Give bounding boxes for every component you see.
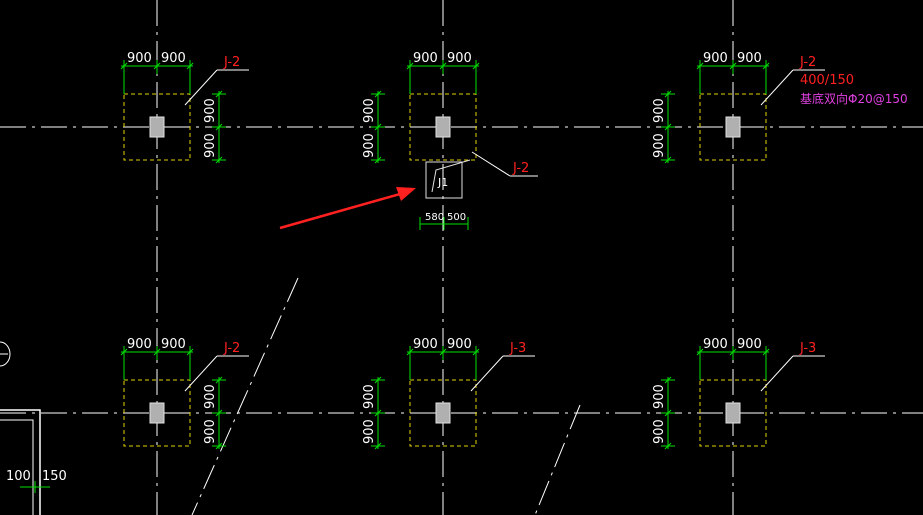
dim-top-left: 900	[127, 337, 152, 352]
dim-top-left: 900	[413, 337, 438, 352]
dim-top-left: 900	[703, 51, 728, 66]
dim-top-right: 900	[447, 337, 472, 352]
dim-side-top: 900	[203, 98, 218, 123]
column	[435, 116, 451, 138]
column	[435, 402, 451, 424]
leader-line	[184, 355, 218, 392]
foundation-pad-2[interactable]: 900 900 900 900	[362, 51, 480, 164]
column	[725, 402, 741, 424]
dim-side-bottom: 900	[203, 133, 218, 158]
dim-side-top: 900	[652, 384, 667, 409]
dim-side-bottom: 900	[652, 419, 667, 444]
wall-outline: 100 150	[0, 341, 67, 515]
dim-top-right: 900	[161, 337, 186, 352]
foundation-pad-6[interactable]: 900 900 900 900 J-3	[652, 337, 825, 450]
dim-top-left: 900	[413, 51, 438, 66]
column	[149, 402, 165, 424]
foundation-label: J-3	[799, 341, 816, 356]
dim-top-right: 900	[161, 51, 186, 66]
foundation-label: J-3	[509, 341, 526, 356]
small-dim-500: 500	[447, 212, 466, 223]
leader-line	[760, 69, 794, 106]
foundation-label: J-2	[223, 55, 240, 70]
foundation-pad-1[interactable]: 900 900 900 900 J-2	[120, 51, 249, 164]
dim-side-top: 900	[362, 384, 377, 409]
leader-line	[470, 355, 504, 392]
dim-top-left: 900	[127, 51, 152, 66]
column	[725, 116, 741, 138]
foundation-label: J-2	[799, 55, 816, 70]
small-foundation-j1[interactable]: J1 580 500 J-2	[419, 151, 538, 230]
foundation-label: J-2	[223, 341, 240, 356]
leader-line	[184, 69, 218, 106]
dim-top-right: 900	[737, 51, 762, 66]
dim-top-right: 900	[447, 51, 472, 66]
dim-top-right: 900	[737, 337, 762, 352]
foundation-note-size: 400/150	[800, 73, 854, 88]
foundation-outline	[409, 93, 477, 161]
dim-side-bottom: 900	[652, 133, 667, 158]
foundation-outline	[409, 379, 477, 447]
foundation-outline	[123, 379, 191, 447]
dim-side-top: 900	[652, 98, 667, 123]
dim-side-bottom: 900	[362, 133, 377, 158]
column	[149, 116, 165, 138]
small-foundation-label: J-2	[512, 161, 529, 176]
small-foundation-inner-label: J1	[437, 176, 448, 189]
foundation-pad-4[interactable]: 900 900 900 900 J-2	[120, 337, 249, 450]
small-dim-580: 580	[425, 212, 444, 223]
dim-side-top: 900	[203, 384, 218, 409]
foundation-pad-3[interactable]: 900 900 900 900 J-2 400/150 基底双向Φ20@150	[652, 51, 908, 164]
foundation-note-rebar: 基底双向Φ20@150	[800, 91, 908, 106]
foundation-outline	[699, 379, 767, 447]
leader-line	[760, 355, 794, 392]
dim-top-left: 900	[703, 337, 728, 352]
wall-dim-150: 150	[42, 469, 67, 484]
wall-dim-100: 100	[6, 469, 31, 484]
foundation-outline	[699, 93, 767, 161]
foundation-outline	[123, 93, 191, 161]
red-pointer-arrow	[279, 187, 416, 230]
foundation-pad-5[interactable]: 900 900 900 900 J-3	[362, 337, 535, 450]
dim-side-top: 900	[362, 98, 377, 123]
dim-side-bottom: 900	[362, 419, 377, 444]
dim-side-bottom: 900	[203, 419, 218, 444]
